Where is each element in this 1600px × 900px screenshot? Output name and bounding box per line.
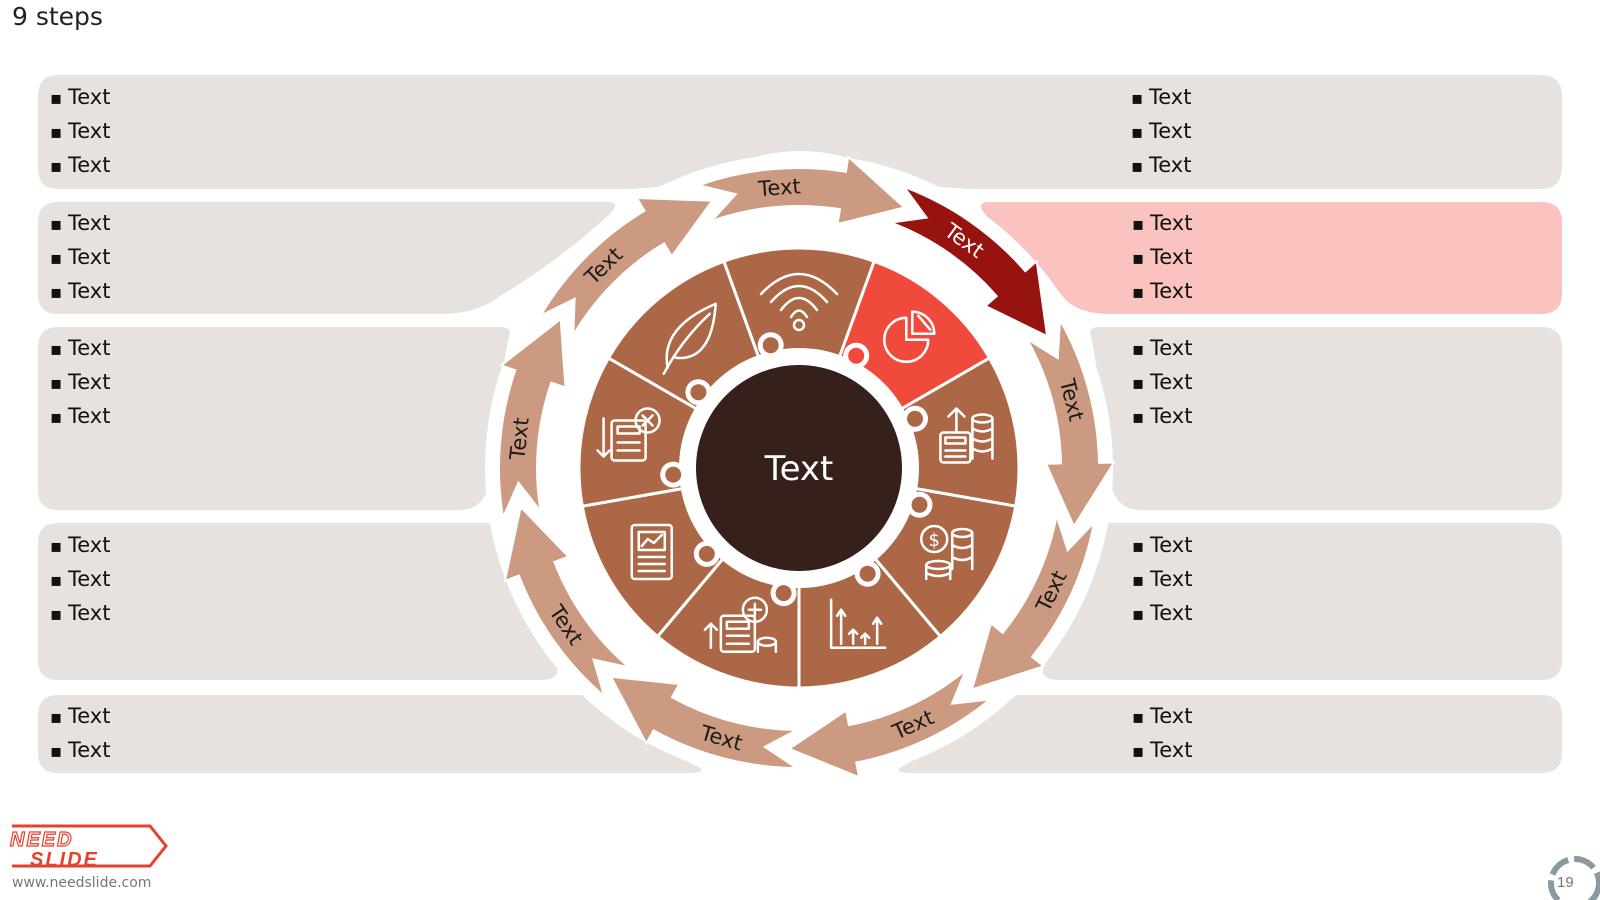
step-arrow [498, 317, 567, 521]
left-list-1: Text Text Text [50, 81, 110, 183]
connector-knob-inner [907, 410, 923, 427]
list-item: Text [1131, 115, 1191, 149]
list-item: Text [1132, 529, 1192, 563]
panel-right-3 [1090, 327, 1562, 510]
list-item: Text [50, 563, 110, 597]
panel-left-2 [38, 202, 616, 314]
left-list-5: Text Text [50, 700, 110, 768]
right-list-3: Text Text Text [1132, 332, 1192, 434]
connector-knob-inner [859, 565, 876, 582]
list-item: Text [1132, 597, 1192, 631]
list-item: Text [50, 149, 110, 183]
logo-slide: SLIDE [30, 849, 99, 871]
list-item: Text [50, 275, 110, 309]
panels-layer [38, 75, 1562, 773]
bar-chart-icon [829, 598, 887, 649]
footer-url: www.needslide.com [12, 875, 152, 891]
list-item: Text [1132, 366, 1192, 400]
dollar-coins-icon: $ [919, 524, 974, 581]
arrow-layer [498, 154, 1116, 779]
list-item: Text [50, 597, 110, 631]
panel-right-2 [981, 202, 1562, 314]
right-list-4: Text Text Text [1132, 529, 1192, 631]
center-circle [696, 365, 902, 571]
step-label: Text [505, 416, 533, 462]
left-list-3: Text Text Text [50, 332, 110, 434]
panel-left-3 [38, 327, 510, 510]
pie-chart-icon [883, 310, 936, 364]
leaf-icon [662, 302, 717, 376]
step-arrow [787, 669, 994, 779]
list-item: Text [50, 207, 110, 241]
panel-right-5 [898, 695, 1562, 773]
list-item: Text [50, 115, 110, 149]
list-item: Text [1132, 400, 1192, 434]
panel-right-4 [1042, 523, 1562, 680]
left-list-2: Text Text Text [50, 207, 110, 309]
step-arrow [609, 675, 800, 770]
connector-knob-inner [848, 347, 865, 364]
list-item: Text [1132, 734, 1192, 768]
list-item: Text [50, 81, 110, 115]
list-item: Text [1132, 241, 1192, 275]
panel-left-4 [38, 523, 558, 680]
connector-knob-inner [762, 337, 779, 354]
step-arrow [537, 196, 715, 336]
list-item: Text [1132, 563, 1192, 597]
list-item: Text [50, 241, 110, 275]
list-item: Text [1132, 275, 1192, 309]
icon-layer: $ [596, 272, 994, 653]
list-item: Text [1132, 700, 1192, 734]
list-item: Text [50, 734, 110, 768]
connector-knob-inner [698, 545, 715, 562]
left-list-4: Text Text Text [50, 529, 110, 631]
list-item: Text [50, 332, 110, 366]
connector-knob-inner [665, 466, 682, 483]
logo-need: NEED [10, 829, 74, 851]
step-arrow [1026, 316, 1116, 529]
panel-left-5 [38, 695, 702, 773]
step-arrow [503, 505, 630, 700]
step-label: Text [756, 174, 801, 201]
right-list-2: Text Text Text [1132, 207, 1192, 309]
list-item: Text [1131, 149, 1191, 183]
list-item: Text [50, 366, 110, 400]
step-arrow [890, 184, 1049, 338]
page-number: 19 [1557, 874, 1574, 891]
connector-knob-inner [690, 384, 707, 401]
needslide-logo: NEED SLIDE [9, 824, 168, 871]
step-arrow [970, 515, 1096, 691]
right-list-1: Text Text Text [1131, 81, 1191, 183]
list-item: Text [50, 700, 110, 734]
list-item: Text [1132, 332, 1192, 366]
svg-text:$: $ [928, 530, 939, 551]
list-item: Text [1132, 207, 1192, 241]
list-item: Text [50, 529, 110, 563]
connector-knob-inner [775, 585, 792, 602]
list-item: Text [50, 400, 110, 434]
list-item: Text [1131, 81, 1191, 115]
connector-knob-inner [911, 496, 928, 513]
page-badge-icon [1548, 856, 1600, 900]
page-title: 9 steps [12, 2, 103, 31]
center-label: Text [764, 449, 834, 489]
calculator-coins-icon [939, 407, 994, 464]
right-list-5: Text Text [1132, 700, 1192, 768]
report-icon [630, 523, 674, 581]
calculator-plus-icon [703, 596, 778, 653]
step-arrow [695, 154, 907, 226]
wifi-icon [759, 272, 839, 332]
calculator-cancel-icon [596, 407, 661, 462]
